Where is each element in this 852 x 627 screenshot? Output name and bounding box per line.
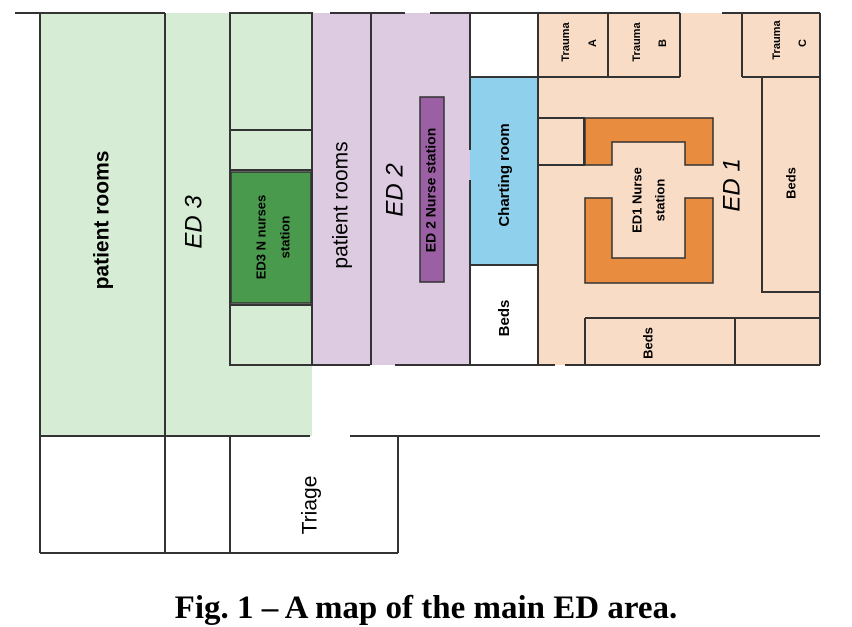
ed3-zone-label: ED 3: [180, 195, 207, 249]
ed2-nurse-station: [419, 96, 445, 283]
ed3-patient-rooms-label: patient rooms: [91, 151, 114, 290]
trauma-a-label-line1: Trauma: [560, 22, 572, 62]
ed1-nurse-station-counter-bottom: [584, 197, 714, 284]
triage-label: Triage: [299, 476, 322, 535]
ed1-nurse-station-label-line2: station: [652, 179, 667, 222]
trauma-a-label-line2: A: [587, 39, 599, 47]
ed3-nurses-station: [230, 171, 312, 304]
ed3-nurses-station-label-line2: station: [277, 216, 292, 259]
ed1-nurse-station-counter-top: [584, 117, 714, 166]
ed2-nurse-station-label: ED 2 Nurse station: [423, 128, 439, 252]
charting-room-area: [470, 77, 538, 265]
trauma-b-label-line2: B: [657, 39, 669, 47]
ed1-nurse-station-label-line1: ED1 Nurse: [629, 167, 644, 233]
beds-left-label: Beds: [496, 300, 513, 337]
figure-caption: Fig. 1 – A map of the main ED area.: [174, 590, 678, 626]
ed2-zone-label: ED 2: [381, 163, 408, 216]
ed3-nurses-station-label-line1: ED3 N nurses: [253, 195, 268, 280]
trauma-c-label-line1: Trauma: [771, 20, 783, 60]
ed-floor-map: patient rooms ED 3 ED3 N nurses station …: [15, 12, 821, 554]
walls: [15, 12, 821, 554]
trauma-b-label-line1: Trauma: [631, 22, 643, 62]
ed3-patient-rooms-area: [40, 13, 165, 436]
ed2-patient-rooms-label: patient rooms: [330, 141, 353, 268]
ed1-beds-bottom-label: Beds: [640, 327, 655, 359]
ed1-zone-label: ED 1: [718, 158, 745, 211]
trauma-c-label-line2: C: [797, 39, 809, 47]
charting-room-label: Charting room: [496, 123, 513, 226]
ed1-beds-right-label: Beds: [783, 167, 798, 199]
